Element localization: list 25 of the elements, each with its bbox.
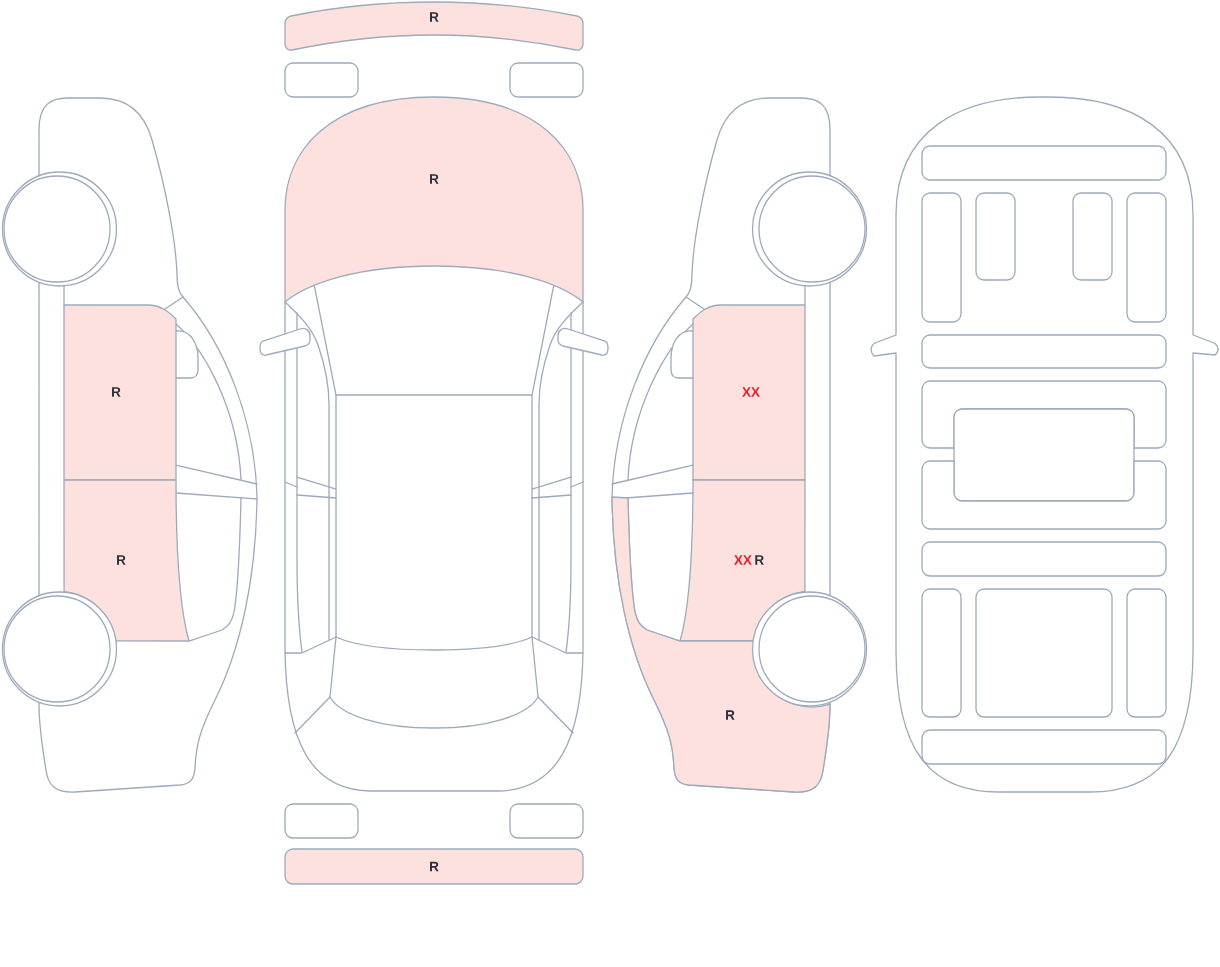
door-panel: XX [692,304,806,481]
interior-panel [921,334,1167,369]
interior-panel [1126,192,1167,323]
interior-panel [921,145,1167,181]
interior-panel [921,541,1167,577]
interior-panel [921,588,962,718]
door-panel: XX R [679,479,806,642]
interior-panel [921,729,1167,765]
interior-panel [975,588,1113,718]
interior-panel [1072,192,1113,281]
lamp-panel [284,803,359,839]
bumper-panel: R [284,848,584,885]
door-panel: R [63,479,190,642]
door-panel: R [63,304,177,481]
bumper-panel: R [284,1,584,51]
interior-panel [953,408,1135,502]
lamp-panel [509,803,584,839]
interior-panel [1126,588,1167,718]
interior-panel [921,192,962,323]
interior-panel [921,380,1167,449]
lamp-panel [509,62,584,98]
lamp-panel [284,62,359,98]
interior-panel [921,460,1167,530]
interior-panel [975,192,1016,281]
hood-panel: R [284,96,584,303]
